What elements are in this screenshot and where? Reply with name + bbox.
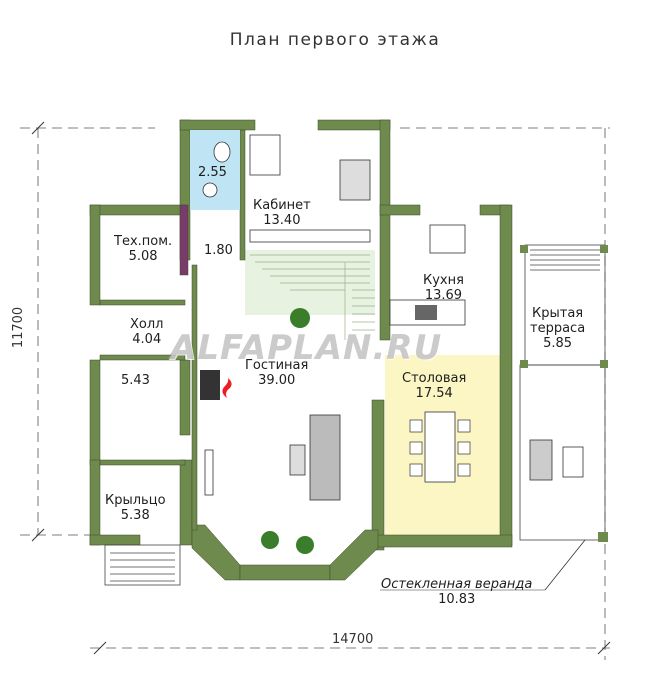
toilet-icon <box>213 141 231 163</box>
room-dining-name: Столовая <box>402 371 467 386</box>
sink-icon <box>202 182 218 198</box>
study-desk <box>249 134 281 176</box>
veranda-sofa <box>529 439 553 481</box>
room-porch-area: 5.38 <box>120 508 150 523</box>
dining-chairs <box>409 419 471 477</box>
room-hall-area: 4.04 <box>132 332 162 347</box>
room-porch: Крыльцо 5.38 <box>105 493 166 523</box>
kitchen-hob <box>415 305 437 320</box>
room-living: Гостиная 39.00 <box>245 358 308 388</box>
study-bed <box>339 159 371 201</box>
veranda-table <box>562 446 584 478</box>
room-veranda-name: Остекленная веранда <box>381 577 533 592</box>
fireplace <box>200 370 220 400</box>
bath-floor <box>190 130 240 210</box>
room-bath-area: 2.55 <box>198 165 227 180</box>
depth-dimension: 11700 <box>11 306 27 349</box>
room-corridor: 1.80 <box>204 243 233 258</box>
room-terrace-name-1: Крытая <box>532 306 584 321</box>
kitchen-table <box>429 224 466 254</box>
width-dimension: 14700 <box>332 632 374 647</box>
room-tech: Тех.пом. 5.08 <box>114 234 172 264</box>
room-hall: Холл 4.04 <box>130 317 163 347</box>
room-kitchen-name: Кухня <box>423 273 464 288</box>
room-veranda: Остекленная веранда 10.83 <box>381 577 532 607</box>
room-terrace-name-2: терраса <box>530 321 586 336</box>
room-kitchen-area: 13.69 <box>424 288 463 303</box>
room-living-name: Гостиная <box>245 358 309 373</box>
room-bath: 2.55 <box>198 165 227 180</box>
dining-table <box>424 411 456 483</box>
room-terrace-area: 5.85 <box>543 336 573 351</box>
study-shelf <box>249 229 371 243</box>
porch-steps <box>104 544 181 586</box>
fire-icon <box>222 378 232 398</box>
room-corridor-area: 1.80 <box>204 243 233 258</box>
room-tech-name: Тех.пом. <box>114 234 173 249</box>
walls <box>89 119 513 581</box>
room-vestibule-area: 5.43 <box>121 373 150 388</box>
room-study-area: 13.40 <box>263 213 301 228</box>
sofa <box>309 414 341 501</box>
plant-icons <box>261 308 314 554</box>
room-hall-name: Холл <box>130 317 164 332</box>
room-terrace: Крытая терраса 5.85 <box>530 306 585 351</box>
room-tech-area: 5.08 <box>128 249 158 264</box>
coffee-table <box>289 444 306 476</box>
room-dining: Столовая 17.54 <box>402 371 466 401</box>
tv-unit <box>204 449 214 496</box>
terrace <box>519 244 606 541</box>
room-dining-area: 17.54 <box>415 386 453 401</box>
room-study-name: Кабинет <box>253 198 311 213</box>
room-study: Кабинет 13.40 <box>253 198 311 228</box>
room-vestibule: 5.43 <box>121 373 150 388</box>
plan-title: План первого этажа <box>229 30 441 50</box>
staircase <box>250 254 375 340</box>
room-living-area: 39.00 <box>258 373 296 388</box>
watermark: ALFAPLAN.RU <box>170 328 443 368</box>
room-porch-name: Крыльцо <box>105 493 166 508</box>
veranda-leader <box>544 539 586 591</box>
room-kitchen: Кухня 13.69 <box>423 273 464 303</box>
study-stair-floor <box>245 250 375 315</box>
dimension-ticks <box>31 121 611 655</box>
terrace-posts <box>520 245 608 542</box>
room-veranda-area: 10.83 <box>438 592 476 607</box>
